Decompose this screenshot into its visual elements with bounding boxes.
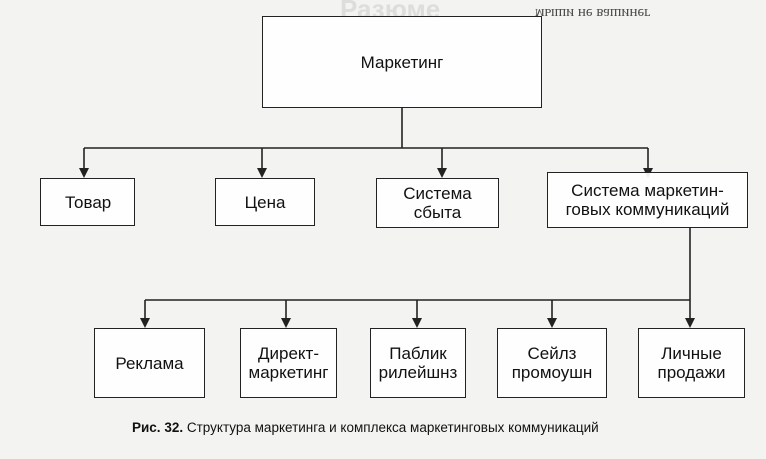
node-marketing-communications: Система маркетин- говых коммуникаций bbox=[547, 172, 748, 228]
node-sales-promotion-label: Сейлз промоушн bbox=[511, 344, 593, 382]
arrowhead-personal bbox=[685, 318, 695, 328]
node-reklama: Реклама bbox=[94, 328, 205, 398]
node-reklama-label: Реклама bbox=[115, 353, 184, 373]
node-marketing-label: Маркетинг bbox=[360, 52, 444, 72]
node-sistema-sbyta: Система сбыта bbox=[376, 178, 499, 228]
node-personal-selling-label: Личные продажи bbox=[657, 344, 726, 382]
node-personal-selling: Личные продажи bbox=[638, 328, 745, 398]
figure-caption: Рис. 32. Структура маркетинга и комплекс… bbox=[132, 420, 599, 435]
arrowhead-tovar bbox=[79, 168, 89, 178]
arrowhead-pr bbox=[412, 318, 422, 328]
node-marketing-communications-label: Система маркетин- говых коммуникаций bbox=[565, 181, 730, 219]
arrowhead-sbyt bbox=[437, 168, 447, 178]
arrowhead-tsena bbox=[257, 168, 267, 178]
node-sales-promotion: Сейлз промоушн bbox=[497, 328, 607, 398]
node-tsena-label: Цена bbox=[244, 192, 286, 212]
node-public-relations: Паблик рилейшнз bbox=[370, 328, 466, 398]
node-direct-marketing-label: Директ- маркетинг bbox=[248, 344, 329, 382]
arrowhead-reklama bbox=[140, 318, 150, 328]
node-marketing: Маркетинг bbox=[262, 16, 542, 108]
node-tsena: Цена bbox=[215, 178, 315, 226]
node-sistema-sbyta-label: Система сбыта bbox=[403, 184, 472, 222]
arrowhead-direct bbox=[281, 318, 291, 328]
figure-caption-text: Структура маркетинга и комплекса маркети… bbox=[186, 420, 599, 435]
node-direct-marketing: Директ- маркетинг bbox=[240, 328, 337, 398]
node-public-relations-label: Паблик рилейшнз bbox=[378, 344, 458, 382]
arrowhead-sp bbox=[547, 318, 557, 328]
figure-number: Рис. 32. bbox=[132, 420, 184, 435]
node-tovar: Товар bbox=[40, 178, 135, 226]
node-tovar-label: Товар bbox=[65, 192, 112, 212]
